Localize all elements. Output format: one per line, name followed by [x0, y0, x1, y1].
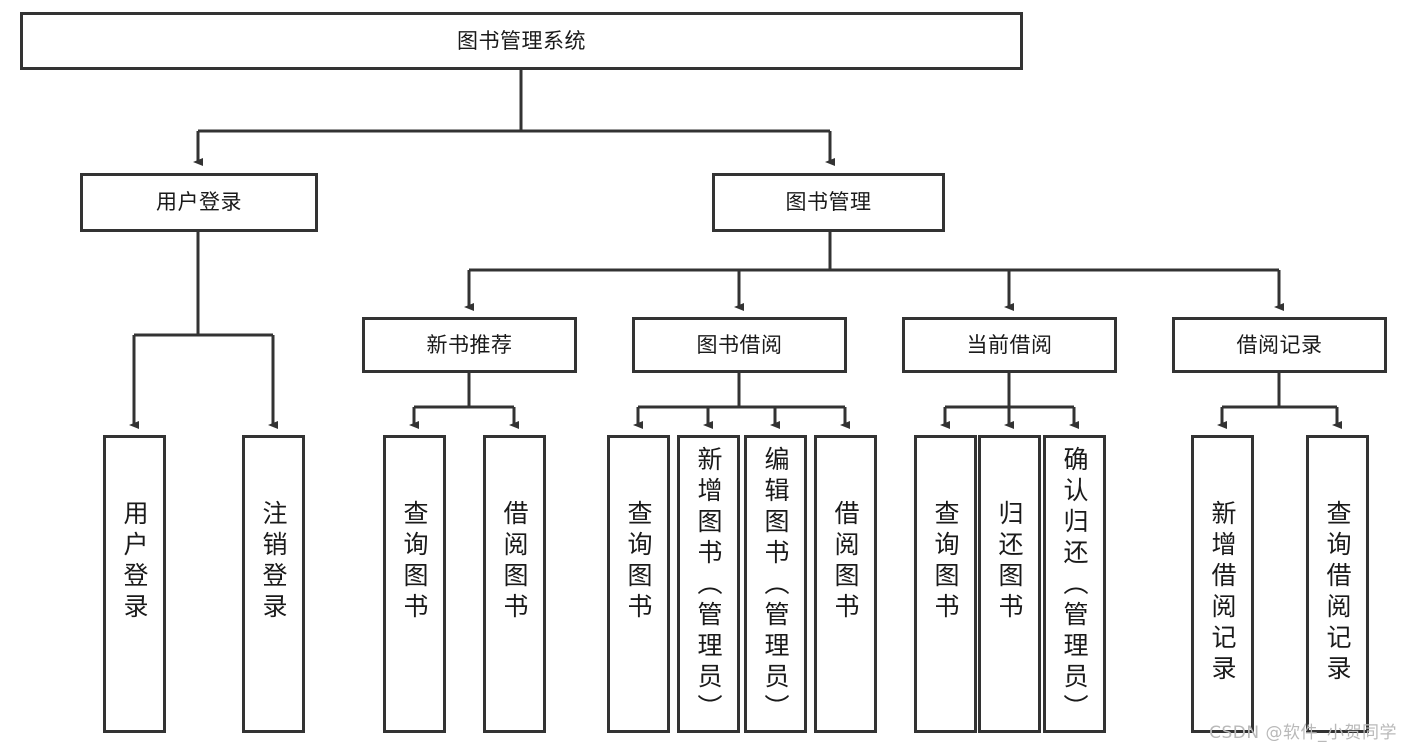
leaf-query-book-borrow-label: 查询图书	[624, 500, 653, 624]
node-borrow-record-label: 借阅记录	[1236, 332, 1323, 357]
leaf-query-book-borrow[interactable]: 查询图书	[607, 435, 670, 733]
leaf-add-borrow-record[interactable]: 新增借阅记录	[1191, 435, 1254, 733]
leaf-user-login[interactable]: 用户登录	[103, 435, 166, 733]
node-book-borrow-label: 图书借阅	[696, 332, 783, 357]
leaf-confirm-return-admin[interactable]: 确认归还（管理员）	[1043, 435, 1106, 733]
leaf-return-book-label: 归还图书	[995, 500, 1024, 624]
leaf-edit-book-admin-label: 编辑图书（管理员）	[761, 446, 790, 725]
leaf-query-borrow-record-label: 查询借阅记录	[1323, 500, 1352, 686]
leaf-borrow-book-rec[interactable]: 借阅图书	[483, 435, 546, 733]
node-user-login-label: 用户登录	[156, 190, 242, 214]
leaf-borrow-book-label: 借阅图书	[831, 500, 860, 624]
node-user-login[interactable]: 用户登录	[80, 173, 318, 232]
leaf-return-book[interactable]: 归还图书	[978, 435, 1041, 733]
root-node-label: 图书管理系统	[457, 28, 586, 53]
leaf-edit-book-admin[interactable]: 编辑图书（管理员）	[744, 435, 807, 733]
leaf-user-login-label: 用户登录	[120, 500, 149, 624]
leaf-add-book-admin-label: 新增图书（管理员）	[694, 446, 723, 725]
leaf-query-book-current-label: 查询图书	[931, 500, 960, 624]
csdn-watermark: CSDN @软件_小贺同学	[1209, 723, 1397, 743]
node-borrow-record[interactable]: 借阅记录	[1172, 317, 1387, 373]
node-new-book-recommendation-label: 新书推荐	[426, 332, 513, 357]
leaf-borrow-book[interactable]: 借阅图书	[814, 435, 877, 733]
node-book-management-label: 图书管理	[785, 190, 872, 214]
node-current-borrow[interactable]: 当前借阅	[902, 317, 1117, 373]
leaf-borrow-book-rec-label: 借阅图书	[500, 500, 529, 624]
leaf-query-book-rec-label: 查询图书	[400, 500, 429, 624]
leaf-confirm-return-admin-label: 确认归还（管理员）	[1060, 446, 1089, 725]
leaf-add-book-admin[interactable]: 新增图书（管理员）	[677, 435, 740, 733]
leaf-logout[interactable]: 注销登录	[242, 435, 305, 733]
node-book-borrow[interactable]: 图书借阅	[632, 317, 847, 373]
leaf-add-borrow-record-label: 新增借阅记录	[1208, 500, 1237, 686]
leaf-logout-label: 注销登录	[259, 500, 288, 624]
leaf-query-borrow-record[interactable]: 查询借阅记录	[1306, 435, 1369, 733]
leaf-query-book-rec[interactable]: 查询图书	[383, 435, 446, 733]
node-book-management[interactable]: 图书管理	[712, 173, 945, 232]
node-current-borrow-label: 当前借阅	[966, 332, 1053, 357]
node-new-book-recommendation[interactable]: 新书推荐	[362, 317, 577, 373]
root-node-book-management-system[interactable]: 图书管理系统	[20, 12, 1023, 70]
leaf-query-book-current[interactable]: 查询图书	[914, 435, 977, 733]
